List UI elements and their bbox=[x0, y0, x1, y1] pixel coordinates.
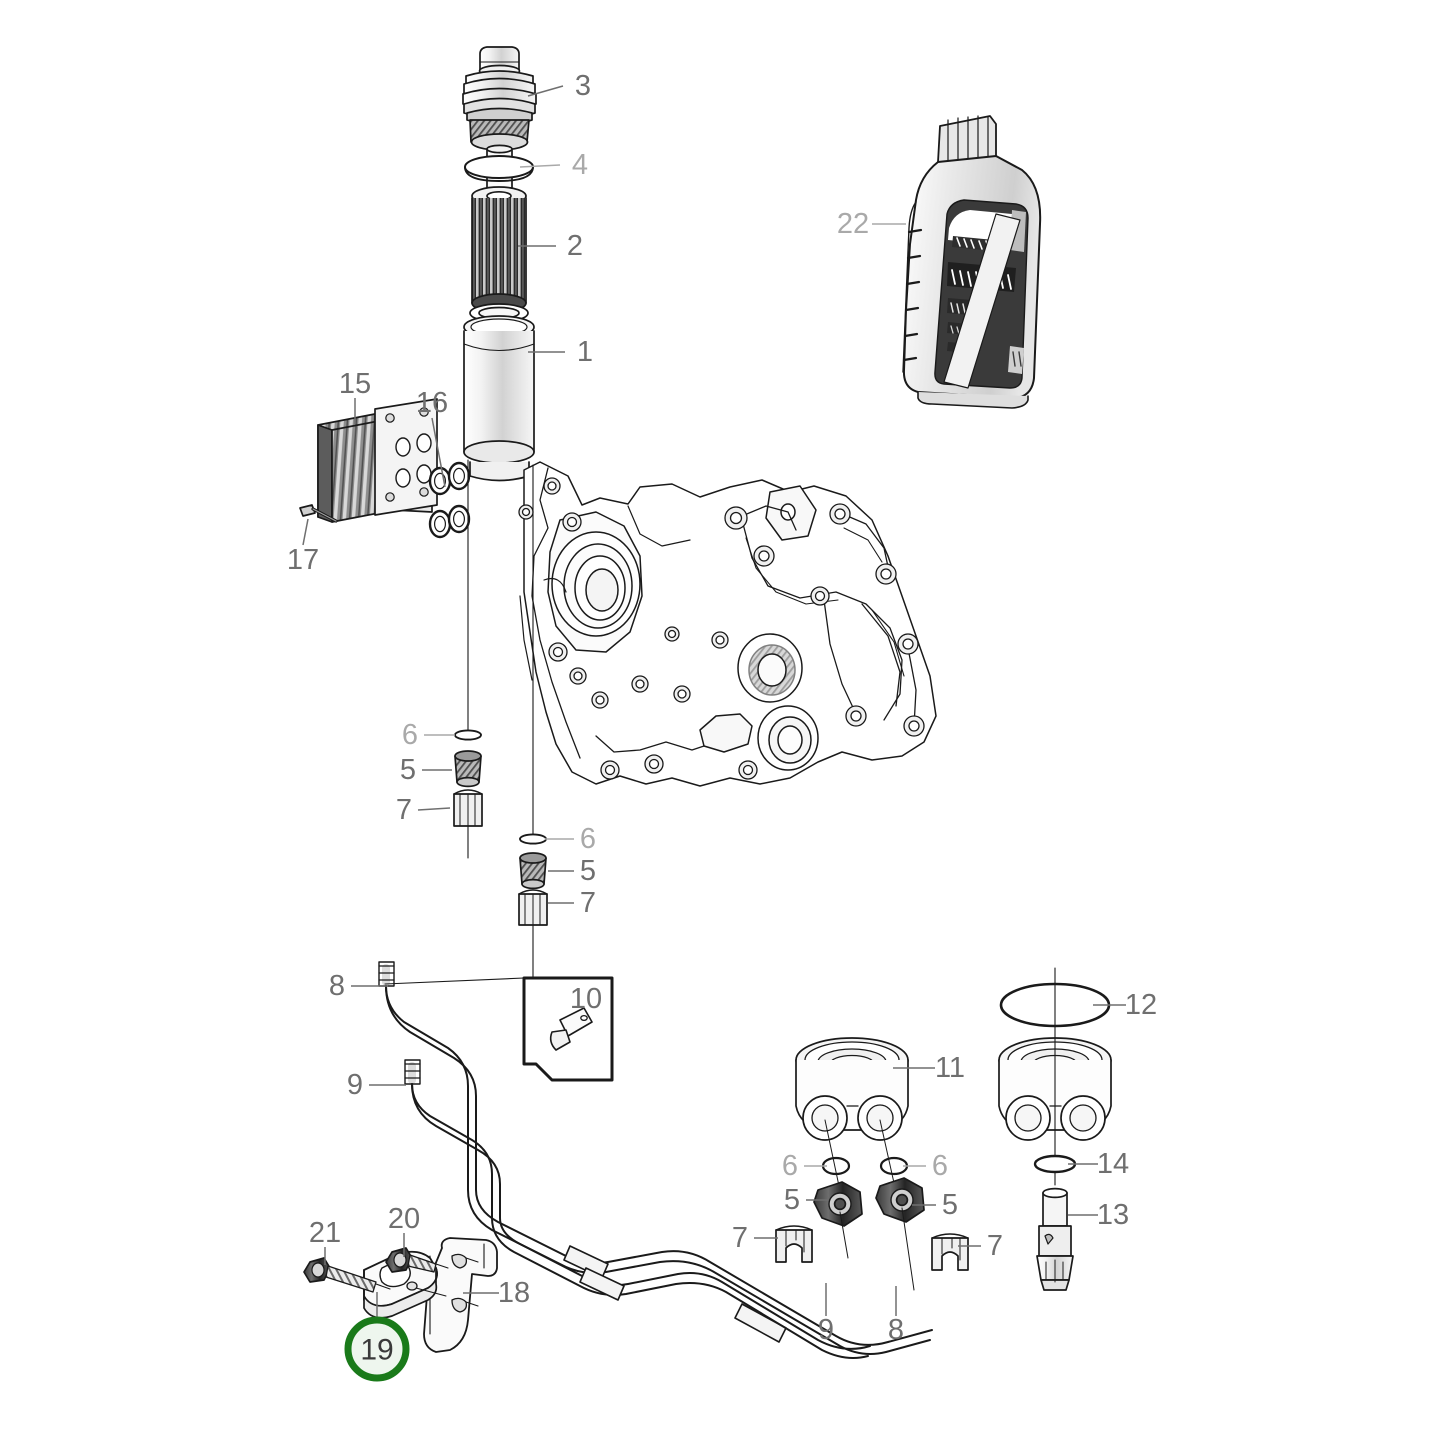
part-bolt-short bbox=[385, 1247, 449, 1273]
part-o-rings-exchanger bbox=[821, 1119, 909, 1193]
callout-label-5c: 5 bbox=[784, 1184, 800, 1216]
detail-callout-box bbox=[384, 976, 614, 1082]
part-banjo-fitting-left bbox=[813, 1181, 863, 1259]
callout-label-9b: 9 bbox=[818, 1314, 834, 1346]
part-heat-exchanger-right bbox=[998, 1037, 1112, 1141]
part-fitting-stack-left bbox=[453, 459, 483, 859]
part-filter-cap bbox=[462, 46, 537, 189]
callout-label-17: 17 bbox=[287, 544, 319, 576]
callout-label-13: 13 bbox=[1097, 1199, 1129, 1231]
highlight-number-19: 19 bbox=[360, 1334, 393, 1367]
callout-label-11: 11 bbox=[935, 1052, 965, 1084]
part-cap-seal-ring bbox=[464, 155, 534, 182]
callout-leader-3 bbox=[527, 85, 564, 97]
highlight-circle-19[interactable] bbox=[344, 1316, 410, 1382]
part-oil-hoses bbox=[378, 961, 933, 1359]
callout-label-7b: 7 bbox=[580, 887, 596, 919]
callout-label-5a: 5 bbox=[400, 754, 416, 786]
callout-label-20: 20 bbox=[388, 1203, 420, 1235]
part-heat-exchanger-left bbox=[795, 1037, 909, 1141]
highlight-marker-19[interactable]: 19 bbox=[344, 1292, 410, 1382]
callout-leader-17 bbox=[302, 518, 309, 546]
callout-label-8a: 8 bbox=[329, 970, 345, 1002]
part-oil-cooler bbox=[317, 398, 438, 523]
callout-label-1: 1 bbox=[577, 336, 593, 368]
callout-label-8b: 8 bbox=[888, 1314, 904, 1346]
callout-label-6b: 6 bbox=[580, 823, 596, 855]
part-fitting-stack-middle bbox=[518, 464, 548, 1011]
callout-leader-4 bbox=[519, 164, 561, 168]
callout-label-18: 18 bbox=[498, 1277, 530, 1309]
callout-label-15: 15 bbox=[339, 368, 371, 400]
callout-label-7a: 7 bbox=[396, 794, 412, 826]
callout-label-14: 14 bbox=[1097, 1148, 1129, 1180]
part-engine-front-cover bbox=[518, 461, 937, 787]
callout-label-2: 2 bbox=[567, 230, 583, 262]
part-bolt-long bbox=[303, 1257, 391, 1293]
callout-label-12: 12 bbox=[1125, 989, 1157, 1021]
callout-label-6a: 6 bbox=[402, 719, 418, 751]
part-mounting-bracket bbox=[423, 1237, 498, 1353]
part-oil-filter-housing bbox=[463, 315, 535, 482]
part-cooler-bolt bbox=[299, 504, 338, 523]
callout-label-5b: 5 bbox=[580, 855, 596, 887]
part-retaining-clip-left bbox=[775, 1225, 813, 1263]
callout-label-10: 10 bbox=[570, 983, 602, 1015]
part-banjo-fitting-right bbox=[875, 1177, 925, 1291]
callout-label-9a: 9 bbox=[347, 1069, 363, 1101]
part-retaining-clip-right bbox=[931, 1233, 969, 1271]
callout-label-16: 16 bbox=[416, 387, 448, 419]
callout-leader-16 bbox=[431, 417, 446, 488]
callout-label-3: 3 bbox=[575, 70, 591, 102]
part-valve-plug bbox=[1036, 1187, 1074, 1291]
callout-label-4: 4 bbox=[572, 149, 588, 181]
callout-leader-7a bbox=[417, 807, 451, 811]
callout-label-5d: 5 bbox=[942, 1189, 958, 1221]
callout-label-6c: 6 bbox=[782, 1150, 798, 1182]
part-engine-oil-bottle bbox=[902, 115, 1042, 409]
callout-label-7c: 7 bbox=[732, 1222, 748, 1254]
callout-label-21: 21 bbox=[309, 1217, 341, 1249]
callout-label-22: 22 bbox=[837, 208, 869, 240]
callout-label-6d: 6 bbox=[932, 1150, 948, 1182]
part-cooler-seal-rings bbox=[428, 461, 471, 539]
callout-label-7d: 7 bbox=[987, 1230, 1003, 1262]
part-oil-filter-element bbox=[469, 186, 529, 323]
